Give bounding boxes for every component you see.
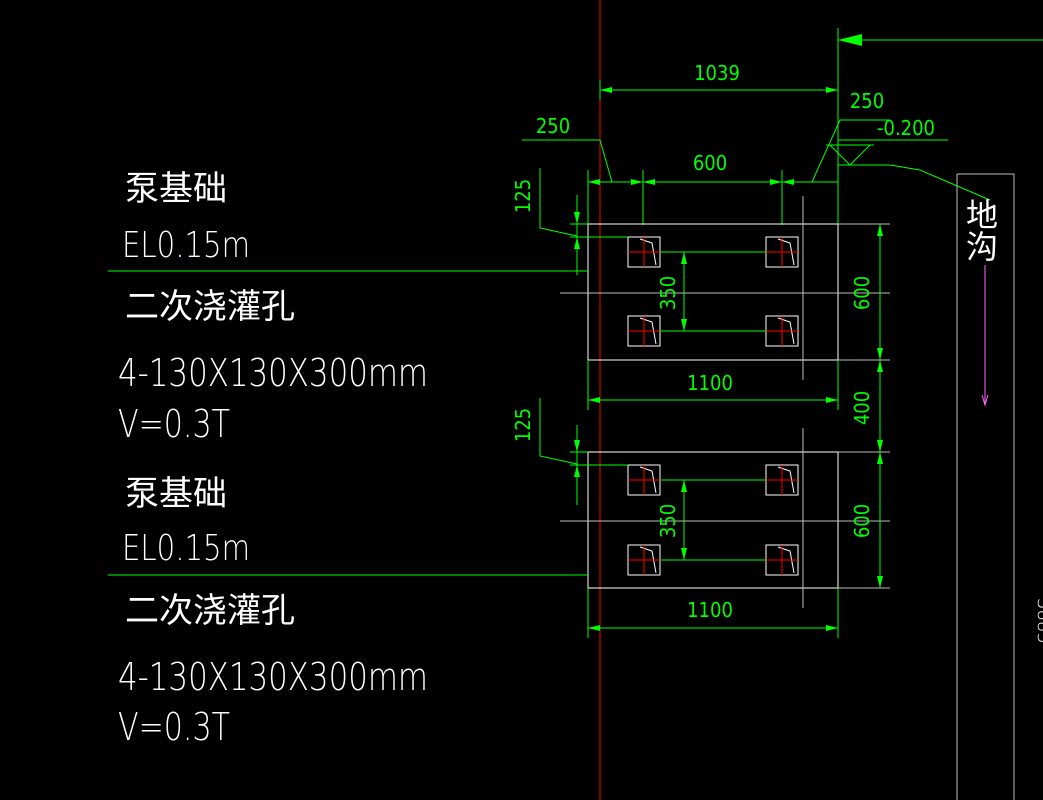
trench-flow-arrow-icon	[981, 394, 989, 407]
upper-holes: 4-130X130X300mm	[118, 351, 428, 395]
upper-grout: 二次浇灌孔	[125, 287, 295, 327]
upper-bolt-hole-1	[627, 236, 661, 268]
lower-volume: V=0.3T	[118, 705, 230, 749]
upper-bolt-hole-4	[765, 315, 799, 347]
dim-text-350-lower: 350	[656, 504, 680, 538]
trench-number: 3885	[1033, 598, 1043, 644]
dimension-upper-600-right: 600	[850, 224, 883, 360]
lower-holes: 4-130X130X300mm	[118, 655, 428, 699]
trench-label: 地沟	[961, 198, 999, 262]
lower-bolt-hole-1	[627, 464, 661, 496]
leader-arrow-top-right	[838, 34, 1043, 46]
dim-text-350-upper: 350	[656, 276, 680, 310]
leader-to-trench	[889, 164, 991, 201]
lower-title: 泵基础	[125, 474, 227, 514]
dim-text-400: 400	[850, 391, 874, 425]
upper-bolt-hole-2	[765, 236, 799, 268]
dim-text-1100-lower: 1100	[687, 598, 733, 622]
upper-foundation: 350	[560, 196, 890, 380]
upper-elevation: EL0.15m	[122, 225, 250, 266]
dim-text-125-upper: 125	[511, 179, 535, 213]
dim-text-250-right: 250	[850, 89, 884, 113]
dimension-row-250-600-250: 250 600 250	[522, 89, 890, 225]
dimension-lower-600-right: 600	[850, 452, 883, 588]
dim-text-600-lower: 600	[850, 504, 874, 538]
dim-text-600-top: 600	[693, 151, 727, 175]
upper-bolt-hole-3	[627, 315, 661, 347]
upper-title: 泵基础	[125, 169, 227, 209]
lower-foundation-labels: 泵基础 EL0.15m 二次浇灌孔 4-130X130X300mm V=0.3T	[118, 474, 428, 749]
upper-foundation-labels: 泵基础 EL0.15m 二次浇灌孔 4-130X130X300mm V=0.3T	[118, 169, 428, 446]
dimension-upper-125: 125	[511, 168, 628, 275]
lower-grout: 二次浇灌孔	[125, 591, 295, 631]
dim-text-125-lower: 125	[511, 408, 535, 442]
dimension-lower-1100: 1100	[587, 588, 839, 638]
dim-text-elevation: -0.200	[877, 116, 935, 140]
upper-volume: V=0.3T	[118, 402, 230, 446]
dim-text-250-left: 250	[536, 114, 570, 138]
dim-text-1100-upper: 1100	[687, 371, 733, 395]
dim-text-600-upper: 600	[850, 276, 874, 310]
trench: 地沟 3885	[956, 173, 1043, 800]
lower-bolt-hole-3	[627, 544, 661, 576]
elevation-mark: -0.200	[826, 116, 948, 166]
dimension-gap-400: 400	[850, 360, 883, 452]
dimension-top-total: 1039	[599, 28, 839, 225]
dimension-lower-125: 125	[511, 398, 628, 505]
lower-elevation: EL0.15m	[122, 528, 250, 569]
lower-bolt-hole-4	[765, 544, 799, 576]
dim-text-1039: 1039	[694, 61, 740, 85]
lower-foundation: 350	[560, 428, 890, 608]
dimension-upper-1100: 1100	[587, 360, 839, 410]
lower-bolt-hole-2	[765, 464, 799, 496]
